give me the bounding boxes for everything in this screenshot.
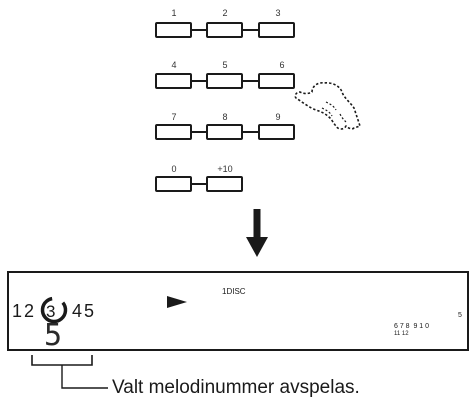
key-label-1: 1: [171, 8, 177, 18]
track-indicator-row-2: 11 12: [394, 331, 409, 337]
current-track-circle-icon: [40, 296, 68, 324]
key-label-4: 4: [171, 60, 177, 70]
key-8[interactable]: [206, 124, 243, 140]
play-icon: [167, 296, 187, 308]
callout-bracket: [31, 355, 108, 389]
key-0[interactable]: [155, 176, 192, 192]
selected-track-digit: 5: [44, 318, 63, 353]
key-connector: [243, 131, 258, 133]
key-label-6: 6: [279, 60, 285, 70]
key-label-plus10: +10: [217, 164, 233, 174]
key-plus10[interactable]: [206, 176, 243, 192]
key-6[interactable]: [258, 73, 295, 89]
key-label-8: 8: [222, 112, 228, 122]
key-label-9: 9: [275, 112, 281, 122]
track-indicator-row: 6 7 8 9 1 0: [394, 323, 430, 330]
track-indicator-5: 5: [458, 312, 462, 319]
key-4[interactable]: [155, 73, 192, 89]
pointing-hand-icon: [294, 82, 361, 130]
key-2[interactable]: [206, 22, 243, 38]
key-connector: [243, 29, 258, 31]
track-numbers-prefix: 12: [12, 301, 37, 321]
disc-label: 1DISC: [222, 287, 246, 296]
key-connector: [192, 183, 206, 185]
key-label-5: 5: [222, 60, 228, 70]
key-3[interactable]: [258, 22, 295, 38]
key-label-0: 0: [171, 164, 177, 174]
key-9[interactable]: [258, 124, 295, 140]
key-connector: [243, 80, 258, 82]
key-5[interactable]: [206, 73, 243, 89]
key-label-7: 7: [171, 112, 177, 122]
current-track-number: 3: [46, 302, 56, 321]
down-arrow-icon: [246, 209, 268, 257]
key-label-3: 3: [275, 8, 281, 18]
key-7[interactable]: [155, 124, 192, 140]
caption-text: Valt melodinummer avspelas.: [112, 377, 360, 398]
key-label-2: 2: [222, 8, 228, 18]
key-1[interactable]: [155, 22, 192, 38]
key-connector: [192, 80, 206, 82]
key-connector: [192, 131, 206, 133]
track-numbers-suffix: 45: [72, 301, 97, 321]
key-connector: [192, 29, 206, 31]
display-panel: [7, 271, 469, 351]
